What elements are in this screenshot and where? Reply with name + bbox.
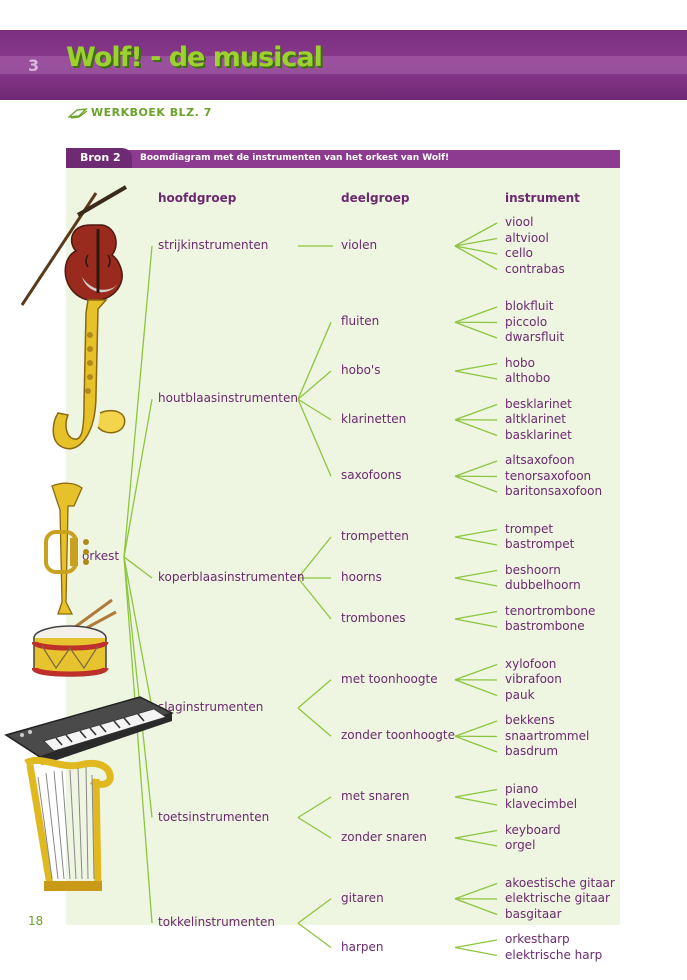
instrument-label: dubbelhoorn [505, 578, 581, 592]
instrument-label: bekkens [505, 713, 555, 727]
werkboek-label: WERKBOEK BLZ. 7 [91, 106, 212, 119]
book-icon [68, 108, 88, 119]
instrument-label: piccolo [505, 314, 548, 329]
column-header-hoofdgroep: hoofdgroep [158, 191, 237, 205]
subgroup-label: violen [341, 238, 378, 252]
instrument-label: keyboard [505, 822, 561, 837]
instrument-label: altsaxofoon [505, 453, 575, 467]
bron-caption: Boomdiagram met de instrumenten van het … [140, 153, 450, 163]
subgroup-label: zonder toonhoogte [341, 728, 455, 743]
branch-line-instrument [454, 946, 498, 957]
instrument-label: hobo [505, 355, 535, 370]
root-label-orkest: orkest [82, 549, 120, 563]
instrument-label: altklarinet [505, 412, 566, 426]
subgroup-label: zonder snaren [341, 830, 427, 844]
chapter-number: 3 [28, 56, 40, 75]
subgroup-label: met snaren [341, 789, 410, 803]
instrument-label: basdrum [505, 744, 559, 758]
instrument-label: althobo [505, 371, 551, 385]
instrument-label: beshoorn [505, 562, 561, 577]
drum-icon [32, 598, 117, 677]
instrument-label: basgitaar [505, 906, 562, 921]
chapter-header-band [0, 30, 687, 100]
instrument-label: snaartrommel [505, 728, 590, 743]
instrument-label: altviool [505, 230, 549, 245]
saxophone-icon [52, 299, 126, 450]
instrument-label: dwarsfluit [505, 330, 565, 344]
keyboard-icon [4, 696, 174, 765]
group-label: toetsinstrumenten [158, 809, 270, 824]
subgroup-label: klarinetten [341, 411, 407, 426]
instrument-label: tenorsaxofoon [505, 468, 592, 483]
instrument-label: xylofoon [505, 656, 557, 671]
instrument-label: pauk [505, 687, 535, 702]
subgroup-label: fluiten [341, 314, 380, 329]
subgroup-label: trompetten [341, 529, 409, 543]
instrument-label: blokfluit [505, 299, 554, 313]
instrument-label: viool [505, 215, 534, 229]
bron-bar [66, 150, 620, 168]
instrument-label: trompet [505, 521, 554, 536]
instrument-label: baritonsaxofoon [505, 484, 603, 498]
instrument-label: klavecimbel [505, 797, 578, 811]
group-label: tokkelinstrumenten [158, 915, 276, 930]
group-label: slaginstrumenten [158, 700, 264, 714]
subgroup-label: trombones [341, 611, 406, 625]
instrument-label: bastrompet [505, 537, 575, 551]
group-label: strijkinstrumenten [158, 238, 269, 252]
chapter-title: Wolf! - de musical [66, 42, 323, 73]
instrument-label: basklarinet [505, 427, 572, 442]
subgroup-label: gitaren [341, 890, 384, 905]
instrument-label: piano [505, 781, 539, 796]
instrument-label: orgel [505, 838, 536, 852]
instrument-label: bastrombone [505, 619, 585, 633]
diagram-panel [66, 150, 620, 925]
subgroup-label: met toonhoogte [341, 671, 438, 686]
instrument-label: elektrische harp [505, 947, 603, 962]
subgroup-label: hobo's [341, 363, 381, 377]
trumpet-icon [44, 482, 89, 615]
group-label: koperblaasinstrumenten [158, 570, 305, 584]
instrument-label: tenortrombone [505, 603, 596, 618]
werkboek-reference: WERKBOEK BLZ. 7 [68, 106, 212, 119]
instrument-label: cello [505, 246, 533, 260]
column-header-deelgroep: deelgroep [341, 191, 410, 205]
harp-icon [24, 757, 114, 891]
instrument-label: orkestharp [505, 932, 570, 946]
violin-icon [20, 185, 128, 306]
instrument-label: akoestische gitaar [505, 875, 615, 890]
branch-line-instrument [454, 939, 498, 949]
page-number: 18 [28, 914, 44, 928]
bron-tag: Bron 2 [66, 148, 132, 168]
instrument-label: besklarinet [505, 396, 572, 411]
subgroup-label: hoorns [341, 570, 382, 584]
branch-line-subgroup [297, 922, 332, 949]
group-label: houtblaasinstrumenten [158, 391, 298, 406]
header-stripe [0, 56, 687, 74]
instrument-label: contrabas [505, 261, 565, 276]
column-header-instrument: instrument [505, 191, 580, 205]
instrument-label: elektrische gitaar [505, 891, 610, 905]
subgroup-label: saxofoons [341, 468, 402, 483]
instrument-label: vibrafoon [505, 672, 562, 686]
subgroup-label: harpen [341, 939, 384, 954]
